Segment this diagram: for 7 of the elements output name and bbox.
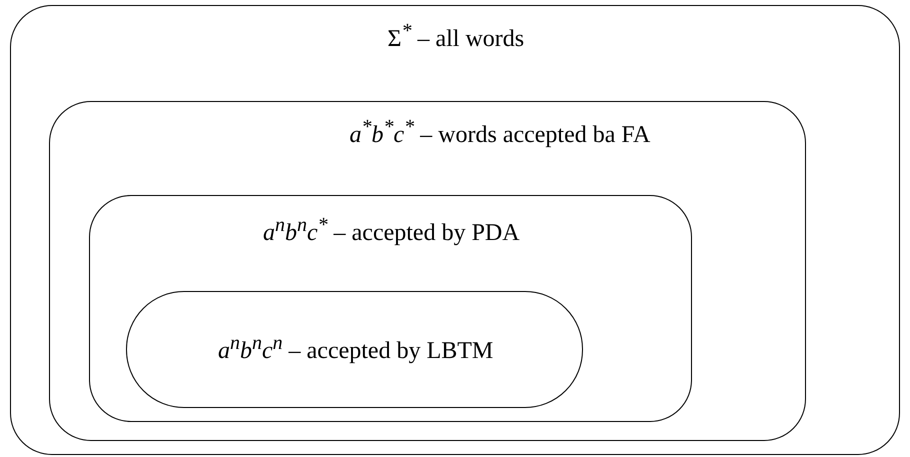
set-box [49, 101, 806, 441]
set-label: a$^{n}$b$^{n}$c$^{*}$ – accepted by PDA [263, 214, 520, 247]
set-label: Σ$^{*}$ – all words [388, 20, 524, 53]
set-label: a$^{*}$b$^{*}$c$^{*}$ – words accepted ba FA [350, 116, 650, 149]
set-box [89, 195, 692, 422]
set-box [10, 5, 900, 455]
set-label: a$^{n}$b$^{n}$c$^{n}$ – accepted by LBTM [218, 332, 494, 365]
